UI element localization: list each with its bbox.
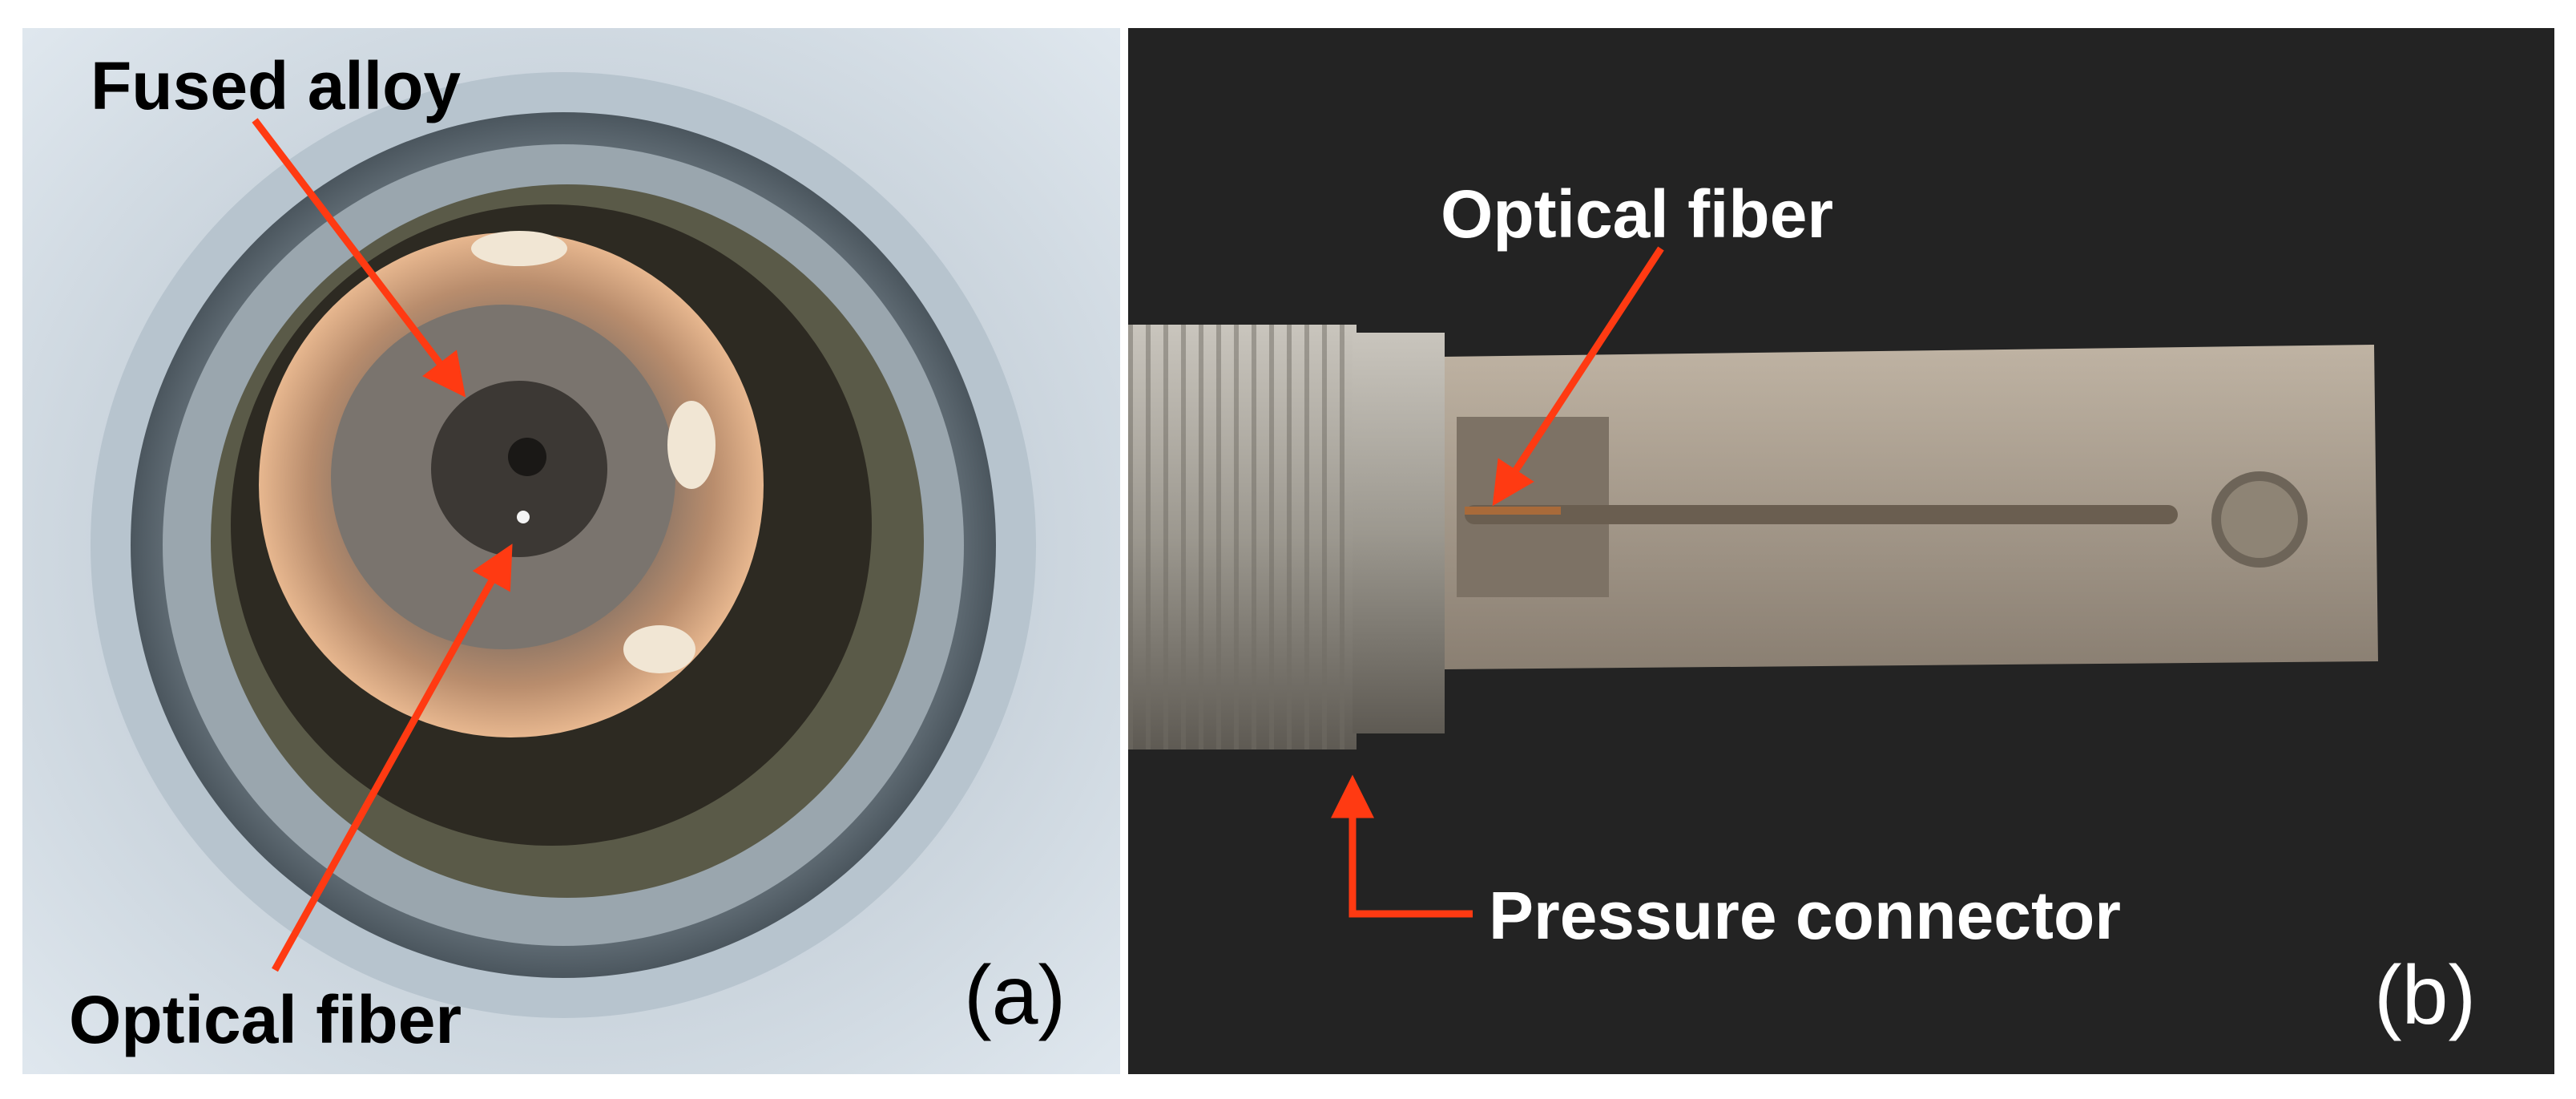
label-optical-fiber-a: Optical fiber (69, 982, 462, 1057)
panel-tag-b: (b) (2374, 949, 2477, 1042)
label-optical-fiber-b: Optical fiber (1441, 176, 1834, 252)
photo-panel-b: Optical fiber Pressure connector (b) (1128, 28, 2554, 1074)
label-pressure-connector: Pressure connector (1489, 878, 2121, 953)
fitting-photo-top-view (22, 28, 1120, 1074)
connector-photo-side-view (1128, 28, 2554, 1074)
label-fused-alloy: Fused alloy (91, 48, 462, 123)
photo-panel-a: Fused alloy Optical fiber (a) (22, 28, 1120, 1074)
panel-tag-a: (a) (964, 949, 1066, 1042)
